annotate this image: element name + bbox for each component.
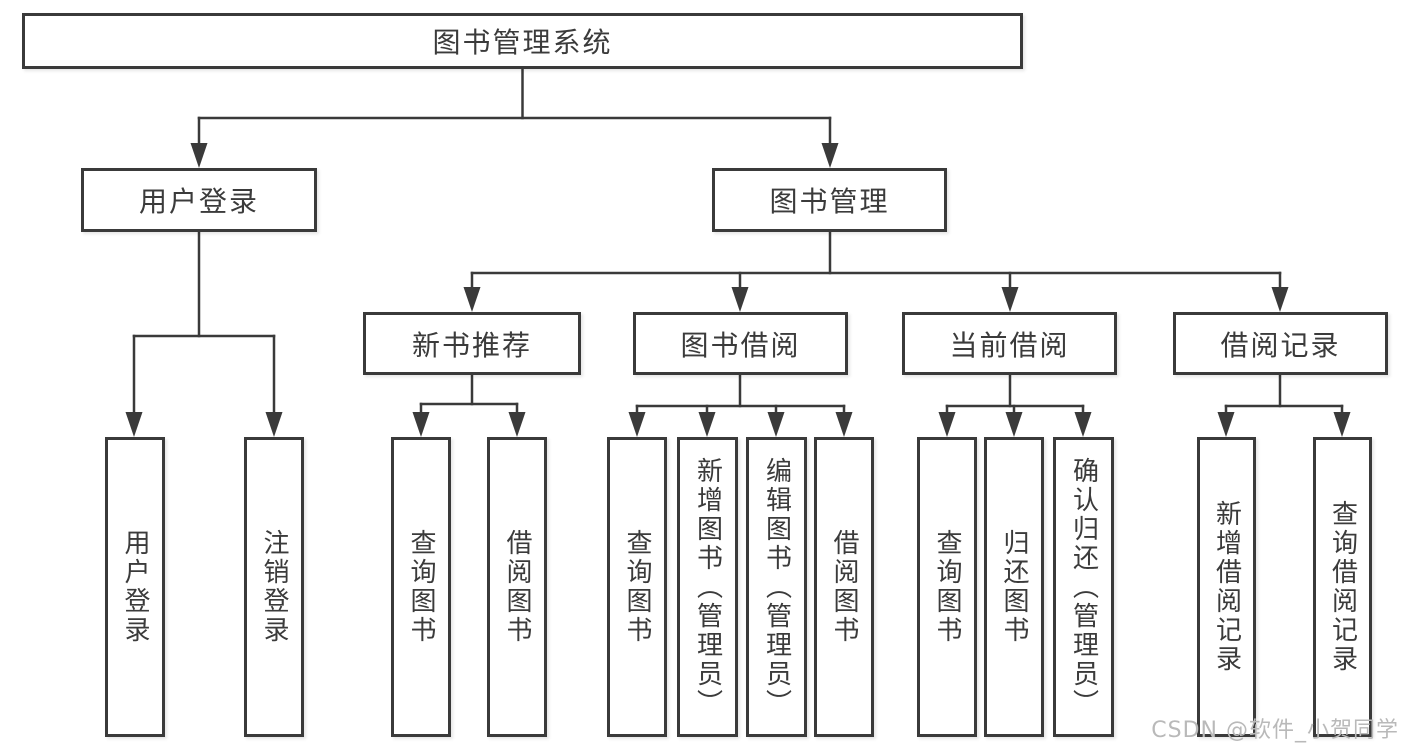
node-book-management: 图书管理 (712, 168, 947, 232)
node-new-book-recommendation: 新书推荐 (363, 312, 581, 375)
leaf-user-login: 用户登录 (105, 437, 165, 737)
leaf-borrow-books-borrow: 借阅图书 (814, 437, 874, 737)
leaf-query-books-current: 查询图书 (917, 437, 977, 737)
leaf-borrow-books-recommend: 借阅图书 (487, 437, 547, 737)
node-library-management-system: 图书管理系统 (22, 13, 1023, 69)
watermark: CSDN @软件_小贺同学 (1151, 718, 1399, 743)
leaf-add-borrow-record: 新增借阅记录 (1197, 437, 1256, 737)
leaf-query-books-recommend: 查询图书 (391, 437, 451, 737)
leaf-confirm-return-admin: 确认归还（管理员） (1053, 437, 1114, 737)
leaf-query-books-borrow: 查询图书 (607, 437, 667, 737)
leaf-edit-book-admin: 编辑图书（管理员） (746, 437, 807, 737)
node-borrowing-records: 借阅记录 (1173, 312, 1388, 375)
leaf-return-books: 归还图书 (984, 437, 1044, 737)
leaf-query-borrow-record: 查询借阅记录 (1313, 437, 1372, 737)
node-current-borrowing: 当前借阅 (902, 312, 1117, 375)
node-book-borrowing: 图书借阅 (633, 312, 848, 375)
leaf-add-book-admin: 新增图书（管理员） (677, 437, 738, 737)
node-user-login: 用户登录 (81, 168, 317, 232)
leaf-logout-login: 注销登录 (244, 437, 304, 737)
